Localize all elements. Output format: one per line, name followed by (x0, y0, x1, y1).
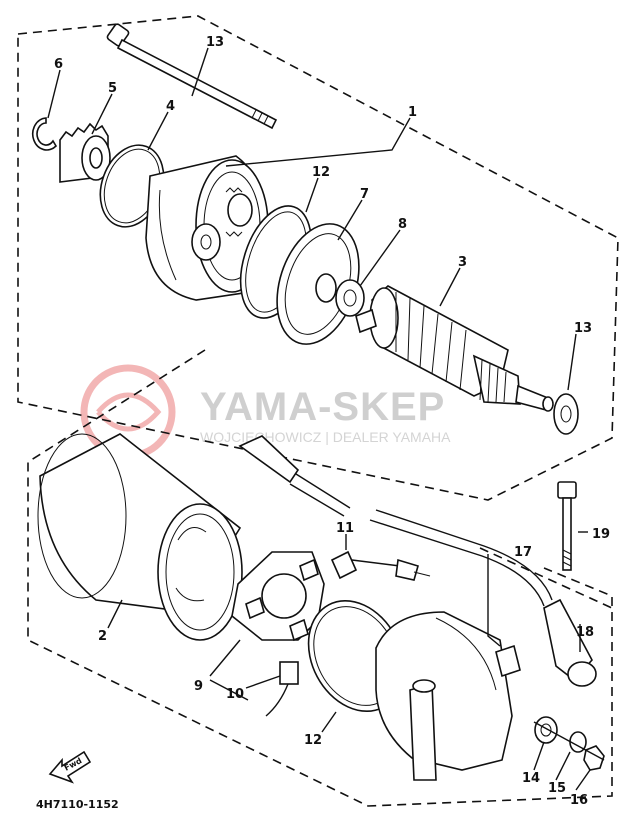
callout-12b: 12 (304, 733, 322, 748)
circlip (32, 117, 58, 151)
brush (265, 661, 299, 717)
pinion-gear (59, 122, 111, 183)
callout-15: 14 (522, 771, 540, 786)
terminal-hardware (533, 716, 605, 771)
callout-2: 2 (98, 629, 107, 644)
armature (355, 285, 554, 412)
callout-6: 6 (54, 57, 63, 72)
brush-holder (231, 551, 325, 642)
callout-9: 9 (194, 679, 203, 694)
watermark-title: YAMA-SKEP (200, 385, 445, 429)
callouts: 6 5 4 13 1 12 7 8 3 13 2 11 9 10 17 18 1… (54, 35, 610, 808)
callout-4: 4 (166, 99, 175, 114)
front-arrow: Fwd (48, 750, 92, 784)
callout-18: 17 (514, 545, 532, 560)
yoke (37, 433, 243, 641)
assembly-outline-upper (17, 15, 619, 501)
callout-5: 5 (108, 81, 117, 96)
callout-10: 10 (226, 687, 244, 702)
callout-13: 13 (574, 321, 592, 336)
bolt-20 (557, 481, 577, 571)
leader-lines (47, 47, 591, 791)
callout-7: 7 (360, 187, 369, 202)
watermark-logo-mark (96, 392, 162, 432)
washer-13 (553, 393, 579, 435)
assembly-outline-link (479, 547, 613, 609)
callout-14: 13 (206, 35, 224, 50)
callout-19: 18 (576, 625, 594, 640)
bearing-plate (276, 223, 360, 345)
callout-3: 3 (458, 255, 467, 270)
callout-17: 16 (570, 793, 588, 808)
starter-cable (238, 435, 597, 687)
through-bolt (106, 23, 278, 130)
callout-11: 11 (336, 521, 354, 536)
callout-12a: 12 (312, 165, 330, 180)
callout-20: 19 (592, 527, 610, 542)
callout-8: 8 (398, 217, 407, 232)
assembly-outline-lower (27, 349, 613, 807)
callout-1: 1 (408, 105, 417, 120)
watermark-subtitle: WOJCIECHOWICZ | DEALER YAMAHA (200, 429, 451, 445)
washer-8 (335, 279, 365, 317)
callout-16: 15 (548, 781, 566, 796)
rear-cover (375, 611, 521, 781)
diagram-code: 4H7110-1152 (36, 798, 119, 811)
